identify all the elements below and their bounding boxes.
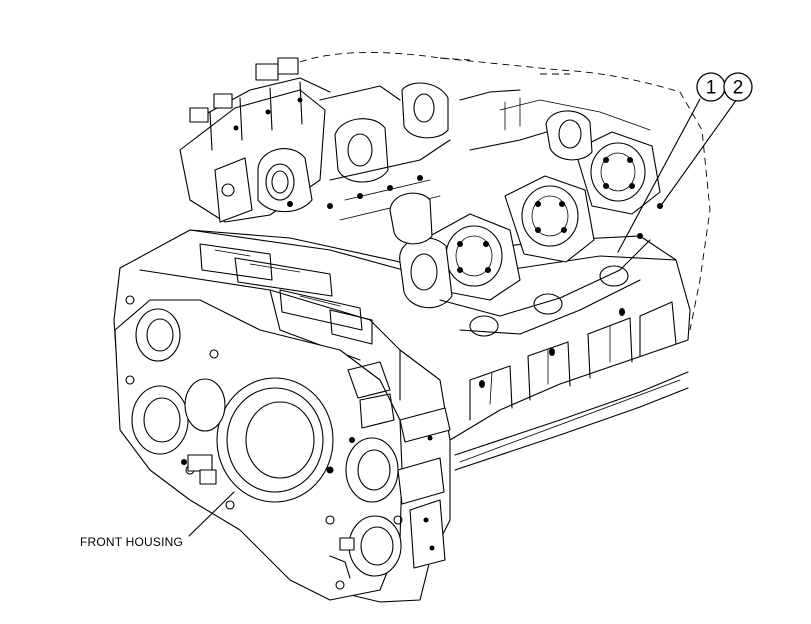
callout-group: 1 2 [617,72,753,253]
front-housing-label-group: FRONT HOUSING [80,491,235,549]
side-cover [347,361,451,569]
callout-2: 2 [723,72,753,102]
callout-1-leader [617,98,701,253]
callout-2-leader [661,98,738,205]
callout-2-number: 2 [733,78,744,99]
front-housing-leader [188,491,235,537]
right-bank-heads [389,97,663,337]
deck-panels [199,243,373,345]
front-housing [114,295,403,601]
callout-1: 1 [696,72,726,102]
phantom-outline [299,52,711,331]
callout-1-number: 1 [706,78,717,99]
left-bank-heads [179,57,561,223]
front-housing-label: FRONT HOUSING [80,535,183,549]
